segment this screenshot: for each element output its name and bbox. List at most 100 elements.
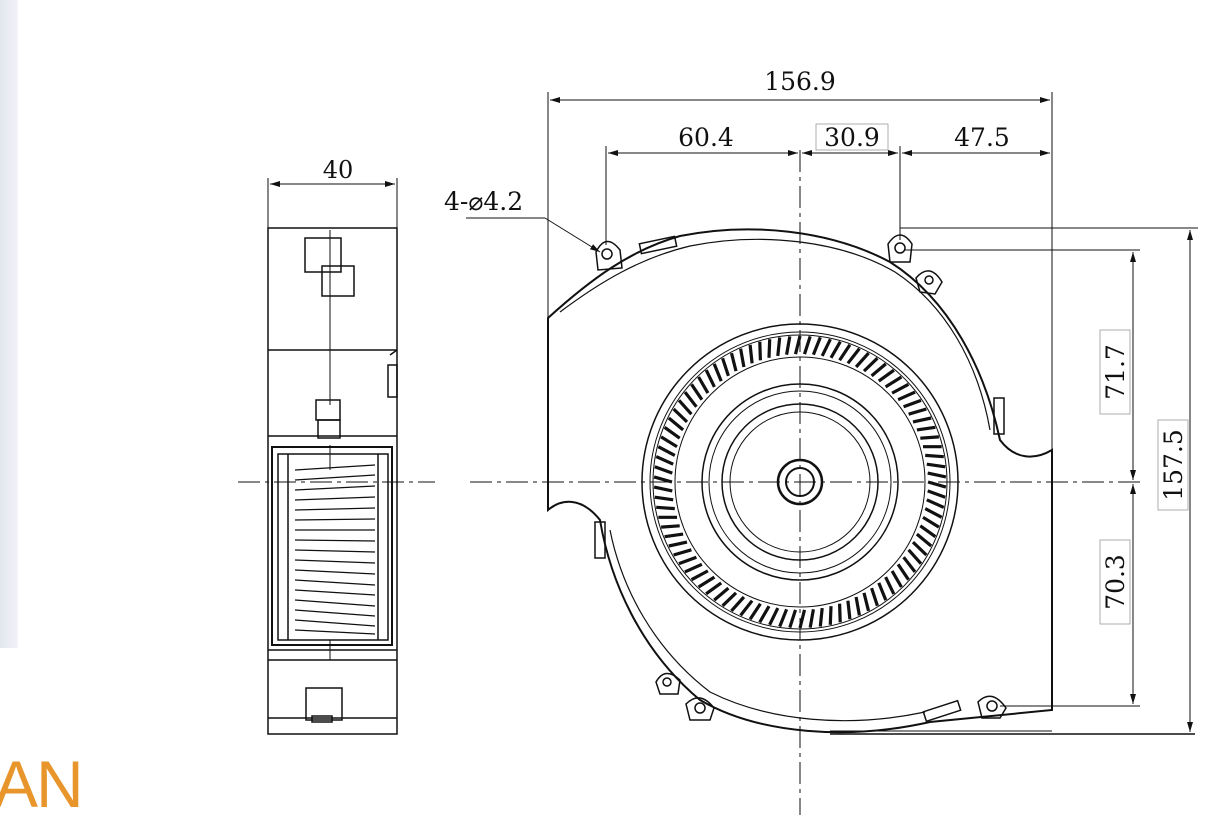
impeller-blade	[778, 608, 789, 628]
impeller-blade	[911, 540, 928, 557]
impeller-blade	[915, 532, 933, 548]
impeller-blade	[667, 416, 685, 432]
impeller-blade	[925, 453, 944, 459]
impeller-blade	[828, 606, 833, 625]
impeller-blade	[690, 383, 704, 401]
impeller-blade	[660, 435, 678, 449]
impeller-blade	[877, 582, 888, 601]
impeller-blade	[798, 609, 807, 629]
impeller-blade	[907, 548, 923, 565]
impeller-blade	[808, 609, 815, 628]
impeller-blade	[927, 489, 946, 499]
impeller-blade	[654, 465, 673, 475]
impeller-blade	[739, 348, 746, 368]
impeller-blade	[820, 338, 832, 357]
impeller-blade	[846, 600, 852, 620]
impeller-blade	[903, 398, 922, 409]
impeller-blade	[862, 357, 879, 373]
brand-logo: AN	[0, 747, 84, 821]
impeller-blade	[912, 416, 932, 424]
side-panel	[0, 0, 18, 648]
impeller-blade	[697, 376, 710, 394]
impeller-blade	[802, 335, 812, 355]
impeller-blade	[663, 426, 681, 440]
impeller-blade	[660, 524, 680, 529]
impeller-blade	[721, 591, 738, 607]
impeller-blade	[884, 375, 903, 389]
impeller-blade	[838, 343, 852, 362]
overall-width-dim: 156.9	[764, 67, 836, 96]
impeller-blade	[884, 576, 896, 595]
impeller-blade	[926, 498, 945, 509]
impeller-blade	[713, 586, 730, 602]
impeller-blade	[654, 495, 674, 502]
impeller-blade	[870, 587, 879, 607]
side-width-dim: 40	[323, 156, 354, 184]
impeller-blade	[838, 603, 842, 623]
impeller-blade	[678, 555, 697, 566]
impeller-blade	[829, 340, 842, 359]
impeller-blade	[896, 563, 910, 581]
impeller-blade	[683, 391, 698, 408]
overall-height-dim: 157.5	[1159, 429, 1188, 501]
impeller-blade	[927, 480, 947, 489]
impeller-blade	[767, 339, 772, 358]
impeller-blade	[902, 556, 917, 573]
impeller-blade	[758, 605, 771, 624]
impeller-blade	[739, 599, 754, 617]
impeller-blade	[768, 607, 780, 626]
impeller-blade	[668, 540, 688, 548]
impeller-blade	[729, 352, 738, 372]
impeller-blade	[748, 602, 762, 621]
impeller-blade	[891, 382, 910, 395]
impeller-blade	[793, 335, 802, 355]
impeller-blade	[697, 575, 716, 589]
lower-height-dim: 70.3	[1101, 554, 1130, 610]
impeller-blade	[655, 455, 674, 466]
impeller-blade	[854, 596, 861, 616]
impeller-blade	[705, 581, 723, 596]
impeller-blade	[788, 609, 798, 629]
impeller-blade	[920, 435, 940, 440]
front-view	[466, 92, 1198, 815]
side-view	[238, 178, 435, 735]
impeller-blade	[818, 607, 824, 627]
impeller-blade	[890, 570, 903, 588]
impeller-blade	[897, 390, 916, 402]
impeller-blade	[721, 357, 730, 377]
hole-spacing-left-dim: 60.4	[678, 123, 734, 152]
impeller-blade	[730, 595, 746, 612]
impeller-blade	[673, 548, 692, 557]
hole-spacing-right-dim: 47.5	[954, 123, 1010, 152]
impeller-blade	[908, 407, 927, 416]
impeller-blade	[919, 524, 937, 538]
impeller-blade	[684, 562, 703, 574]
impeller-blade	[846, 347, 861, 365]
impeller-blade	[926, 462, 946, 469]
impeller-blade	[922, 515, 940, 529]
impeller-blade	[677, 399, 693, 416]
impeller-blade	[758, 341, 762, 361]
impeller-blade	[690, 569, 709, 582]
upper-height-dim: 71.7	[1101, 344, 1130, 400]
impeller-blade	[854, 352, 870, 369]
hole-callout: 4-⌀4.2	[444, 187, 523, 216]
impeller-blade	[672, 407, 689, 424]
impeller-blade	[712, 363, 723, 382]
impeller-blade	[785, 336, 792, 355]
impeller-blade	[704, 369, 716, 388]
impeller-blade	[664, 532, 684, 539]
impeller-blade	[657, 445, 676, 457]
impeller-blade	[916, 425, 936, 432]
impeller-blade	[862, 592, 871, 612]
impeller-blade	[656, 505, 675, 511]
impeller-blade	[748, 344, 754, 364]
impeller-blade	[776, 337, 782, 357]
hole-spacing-mid-dim: 30.9	[824, 123, 880, 152]
impeller-blade	[927, 471, 947, 479]
impeller-blade	[870, 362, 887, 378]
impeller-blade	[877, 368, 895, 383]
impeller-blade	[811, 336, 822, 356]
impeller-blade	[653, 475, 673, 484]
